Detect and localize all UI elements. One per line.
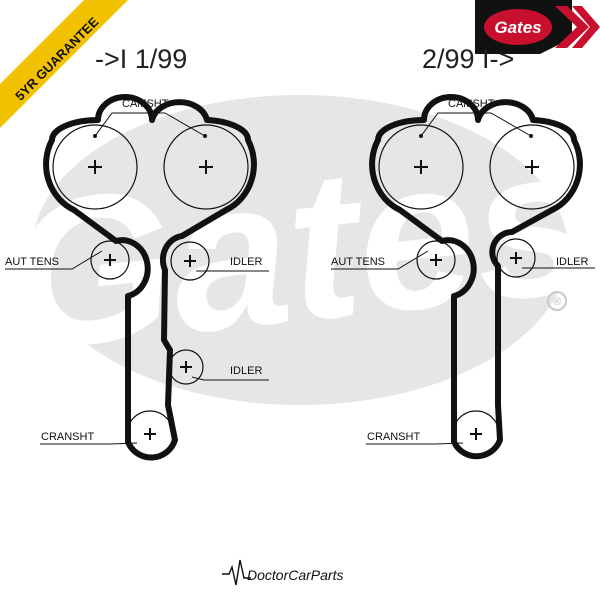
- right-header: 2/99 I->: [422, 44, 514, 74]
- left-idler-pulley-upper: [170, 241, 210, 281]
- right-tensioner-pulley: [416, 240, 456, 280]
- registered-mark: ®: [553, 296, 561, 308]
- right-crankshaft-label: CRANSHT: [367, 431, 420, 443]
- left-crankshaft-pulley: [126, 410, 174, 458]
- left-tensioner-pulley: [90, 240, 130, 280]
- left-camshaft-label: CAMSHT: [122, 98, 169, 110]
- right-camshaft-label: CAMSHT: [448, 98, 495, 110]
- right-camshaft-pulley-2: [489, 124, 575, 210]
- footer-logo-text: DoctorCarParts: [247, 567, 343, 583]
- right-tensioner-label: AUT TENS: [331, 256, 385, 268]
- right-idler-label: IDLER: [556, 256, 588, 268]
- doctorcarparts-logo: DoctorCarParts: [222, 559, 343, 586]
- logo-chevron-1: [555, 6, 589, 48]
- left-crankshaft-label: CRANSHT: [41, 431, 94, 443]
- right-idler-pulley: [496, 238, 536, 278]
- right-camshaft-pulley-1: [378, 124, 464, 210]
- left-pulley-centers: [88, 160, 213, 440]
- badge-band: [0, 0, 128, 128]
- watermark-text: Gates: [0, 100, 600, 395]
- right-diagram: 2/99 I-> CAMSHT AUT TENS IDLER CRANSHT: [331, 44, 595, 460]
- left-diagram: ->I 1/99 CAMSHT AUT TENS IDLER IDLER CRA…: [5, 44, 269, 461]
- left-camshaft-pulley-2: [163, 124, 249, 210]
- left-header: ->I 1/99: [95, 44, 187, 74]
- heartbeat-icon: [222, 559, 251, 586]
- left-camshaft-pulley-1: [52, 124, 138, 210]
- left-belt: [43, 94, 257, 461]
- left-idler-pulley-lower: [168, 349, 204, 385]
- gates-watermark: Gates ®: [0, 95, 600, 405]
- logo-chevron-2: [572, 6, 600, 48]
- right-pulley-centers: [414, 160, 539, 440]
- left-tensioner-label: AUT TENS: [5, 256, 59, 268]
- left-idler-lower-label: IDLER: [230, 365, 262, 377]
- gates-logo-text: Gates: [494, 18, 541, 37]
- right-belt: [369, 94, 583, 460]
- left-idler-upper-label: IDLER: [230, 256, 262, 268]
- gates-logo: Gates: [475, 0, 600, 54]
- right-crankshaft-pulley: [452, 410, 500, 458]
